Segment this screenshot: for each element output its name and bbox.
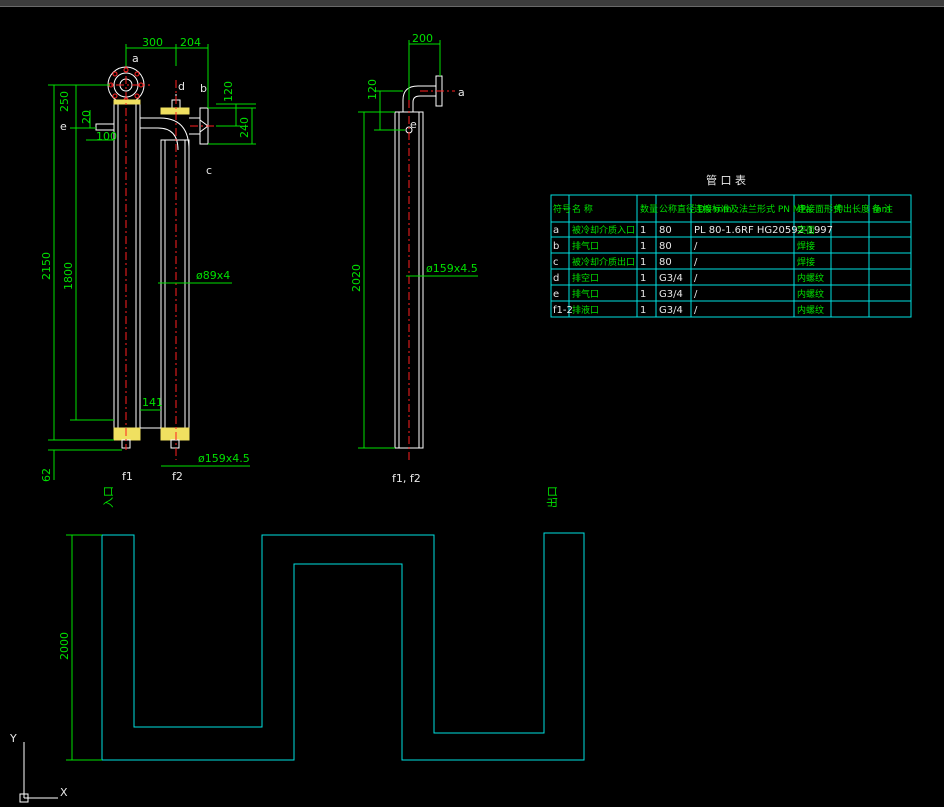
dim-2020: 2020 [350, 264, 363, 292]
table-header-cell: 数量 [640, 203, 658, 215]
dim-141: 141 [142, 396, 163, 409]
table-cell-std: / [694, 273, 698, 284]
front-view [95, 66, 209, 449]
dims-side [358, 40, 478, 449]
dim-240: 240 [238, 117, 251, 138]
dim-texts-side: 200 120 2020 ø159x4.5 a e f1, f2 [350, 32, 478, 485]
label-a-front: a [132, 52, 139, 65]
plan-view [101, 532, 585, 761]
table-header-cell: 备 注 [872, 203, 893, 215]
table-cell-name: 被冷却介质入口 [572, 224, 635, 236]
ucs-icon [19, 742, 58, 803]
table-cell-dn: G3/4 [659, 305, 683, 316]
ucs-x-label: X [60, 786, 68, 799]
table-cell-qty: 1 [640, 305, 646, 316]
label-f2: f2 [172, 470, 183, 483]
table-cell-qty: 1 [640, 257, 646, 268]
dim-120-side: 120 [366, 79, 379, 100]
table-cell-sym: e [553, 289, 559, 300]
dim-2150: 2150 [40, 252, 53, 280]
table-cell-face: 内螺纹 [797, 272, 824, 284]
label-outlet: 出口 [545, 486, 559, 508]
table-cell-face: 焊接 [797, 240, 815, 252]
dims-front [48, 44, 256, 480]
dim-texts-plan: 2000 入口 出口 [58, 486, 559, 660]
table-cell-dn: G3/4 [659, 289, 683, 300]
dim-120-left: 120 [222, 81, 235, 102]
label-e-side: e [410, 118, 417, 131]
table-cell-std: PL 80-1.6RF HG20592-1997 [694, 225, 833, 236]
dim-250: 250 [58, 91, 71, 112]
table-cell-qty: 1 [640, 225, 646, 236]
label-f1f2: f1, f2 [392, 472, 421, 485]
label-b: b [200, 82, 207, 95]
label-d: d [178, 80, 185, 93]
table-cell-name: 排空口 [572, 272, 599, 284]
label-f1: f1 [122, 470, 133, 483]
table-cell-std: / [694, 257, 698, 268]
label-a-side: a [458, 86, 465, 99]
dim-1800: 1800 [62, 262, 75, 290]
table-cell-dn: 80 [659, 225, 672, 236]
plan-outline [101, 532, 585, 761]
table-cell-dn: G3/4 [659, 273, 683, 284]
ucs-y-label: Y [9, 732, 17, 745]
table-cell-name: 排气口 [572, 240, 599, 252]
left-cap [113, 427, 141, 441]
dim-texts-front: 300 204 250 20 120 240 100 2150 1800 62 … [40, 36, 251, 482]
dim-d159-side: ø159x4.5 [426, 262, 478, 275]
center-lines-side [408, 90, 455, 460]
dim-d159-front: ø159x4.5 [198, 452, 250, 465]
nozzle-table: 管 口 表 符号名 称 数量公称直径 DN mm连接标准及法兰形式 PN MPa连… [550, 173, 912, 318]
table-cell-std: / [694, 305, 698, 316]
label-inlet: 入口 [102, 486, 115, 508]
table-header-cell: 公称直径 DN mm [659, 203, 732, 215]
table-cell-sym: f1-2 [553, 305, 573, 316]
table-cell-qty: 1 [640, 241, 646, 252]
dim-20: 20 [80, 110, 93, 124]
table-cell-face: 焊接 [797, 256, 815, 268]
dims-plan [66, 534, 102, 761]
dim-62: 62 [40, 468, 53, 482]
table-cell-dn: 80 [659, 241, 672, 252]
table-cell-name: 排气口 [572, 288, 599, 300]
title-bar [0, 0, 944, 7]
table-cell-name: 排液口 [572, 304, 599, 316]
table-cell-name: 被冷却介质出口 [572, 256, 635, 268]
table-header-cell: 伸出长度 mm [834, 203, 890, 215]
table-cell-sym: b [553, 241, 559, 252]
label-e-front: e [60, 120, 67, 133]
table-header-cell: 连接面形式 [797, 203, 842, 215]
label-c: c [206, 164, 212, 177]
table-header-cell: 符号 [553, 203, 571, 215]
dim-200: 200 [412, 32, 433, 45]
table-cell-qty: 1 [640, 273, 646, 284]
table-cell-dn: 80 [659, 257, 672, 268]
labels-front: a d b c e f1 f2 [60, 52, 212, 483]
right-cap [160, 427, 190, 441]
table-cell-face: 突面 [797, 224, 815, 236]
table-header-cell: 名 称 [572, 203, 593, 215]
table-cell-std: / [694, 241, 698, 252]
dim-2000: 2000 [58, 632, 71, 660]
dim-204: 204 [180, 36, 201, 49]
table-cell-qty: 1 [640, 289, 646, 300]
table-cell-face: 内螺纹 [797, 304, 824, 316]
table-cell-sym: c [553, 257, 559, 268]
dim-100: 100 [96, 130, 117, 143]
center-lines-front [100, 60, 215, 460]
table-cell-std: / [694, 289, 698, 300]
dim-d89: ø89x4 [196, 269, 230, 282]
table-cell-sym: a [553, 225, 559, 236]
table-header-cell: 连接标准及法兰形式 PN MPa [694, 203, 811, 215]
table-cell-face: 内螺纹 [797, 288, 824, 300]
table-title: 管 口 表 [706, 173, 746, 187]
table-cell-sym: d [553, 273, 559, 284]
dim-300: 300 [142, 36, 163, 49]
